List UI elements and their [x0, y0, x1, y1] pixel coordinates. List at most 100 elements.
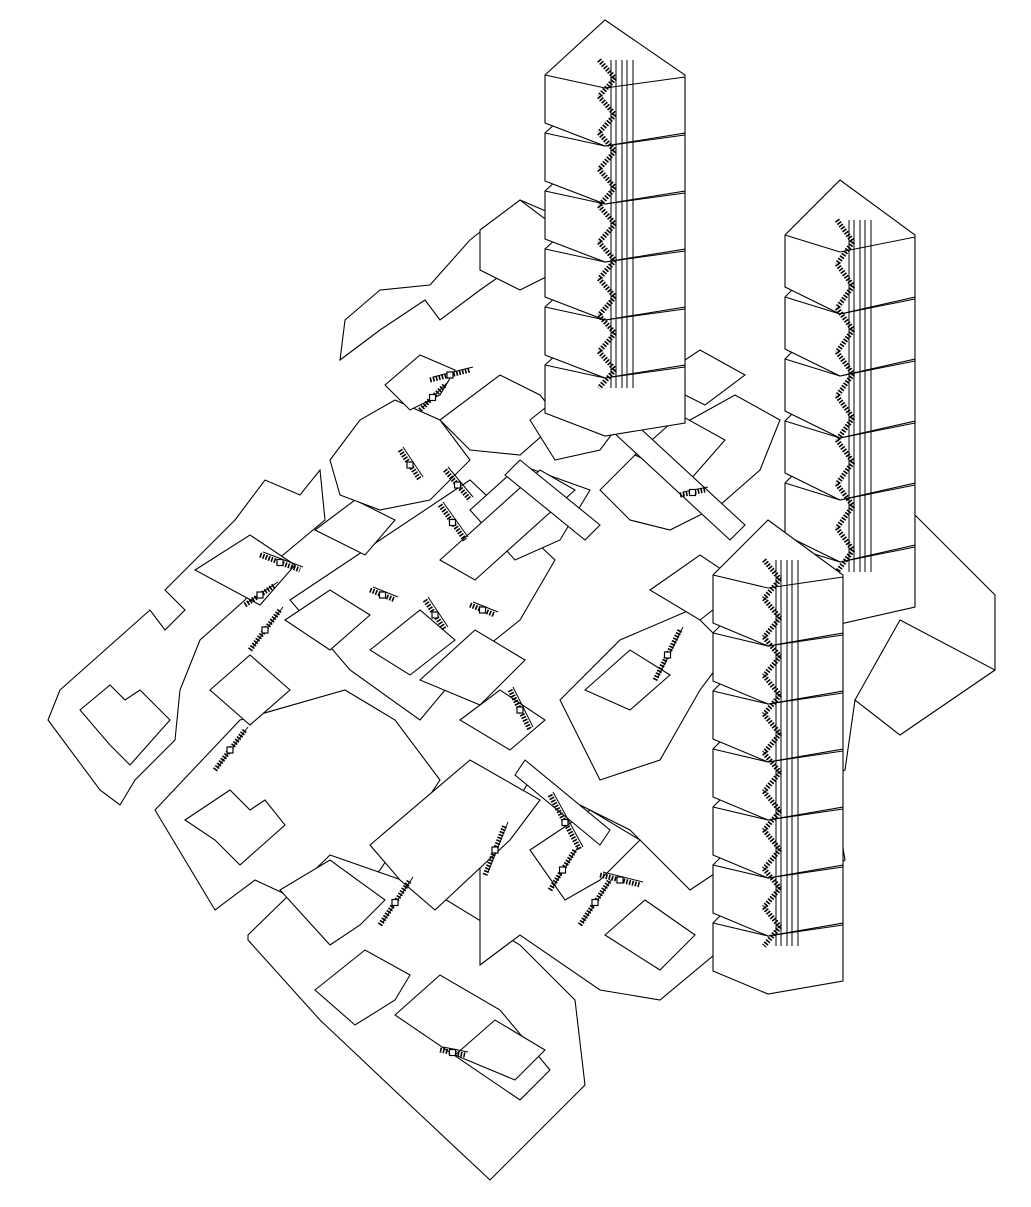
stair-flight-24	[439, 1046, 469, 1058]
tower-3-stair-15	[762, 828, 782, 852]
tower-3-slab-edge-6	[712, 864, 769, 879]
tower-3-slab-edge-4	[712, 748, 769, 763]
tower-2-stair-9	[834, 394, 856, 420]
tower-2-stair-3	[834, 262, 856, 288]
stair-flight-1	[429, 366, 474, 383]
tower-1-stair-6	[597, 149, 617, 171]
tower-2-stair-14	[834, 504, 856, 530]
tower-2-slab-edge-b-1	[839, 236, 916, 253]
tower-2-slab-edge-4	[784, 420, 841, 439]
stair-flight-18	[377, 876, 414, 927]
tower-1-slab-edge-b-1	[604, 76, 686, 89]
tower-3-stair-18	[762, 886, 782, 909]
platform-southwest-inner	[184, 789, 286, 866]
tower-3-stair-12	[762, 770, 782, 794]
stair-flight-6-landing	[276, 558, 284, 567]
stair-flight-23	[599, 871, 644, 888]
tower-3-stair-8	[762, 693, 782, 716]
platform-east-outer-face	[854, 619, 997, 736]
stair-flight-15	[679, 486, 709, 498]
stair-flight-6	[259, 551, 304, 573]
tower-1-slab-edge-3	[544, 190, 606, 205]
stair-flight-9-landing	[226, 746, 234, 754]
stair-flight-11	[422, 596, 449, 632]
tower-2-floor-1	[784, 179, 916, 315]
tower-1-stair-10	[597, 222, 617, 244]
tower-1-slab-edge-5	[544, 306, 606, 321]
tower-1-slab-edge-6	[544, 364, 606, 379]
tower-3-slab-edge-7	[712, 922, 769, 937]
tower-1-stair-7	[597, 167, 617, 190]
tower-1-slab-edge-2	[544, 132, 606, 147]
stair-flight-21-landing	[558, 866, 567, 874]
platform-south-step-d	[453, 1019, 546, 1081]
tower-3-stair-10	[762, 732, 782, 755]
tower-1-stair-13	[597, 277, 617, 299]
stair-flight-1-treads	[429, 367, 471, 383]
tower-2-stair-12	[834, 460, 856, 486]
tower-2-stair-2	[834, 240, 856, 266]
platform-central-f	[459, 689, 546, 751]
tower-2-stair-15	[834, 526, 856, 552]
stair-flight-23-landing	[616, 876, 624, 884]
tower-1	[544, 19, 686, 437]
tower-2-stair-5	[834, 306, 856, 332]
stair-flight-5	[437, 501, 469, 542]
tower-1-stair-5	[597, 131, 617, 153]
tower-1-stair-8	[597, 185, 617, 208]
tower-2-stair-16	[834, 548, 856, 574]
platform-central-e	[418, 629, 526, 706]
stair-flight-24-landing	[448, 1048, 457, 1057]
tower-1-stair-1	[597, 58, 617, 80]
platform-north-west-b	[329, 399, 471, 511]
tower-1-stair-18	[597, 368, 617, 390]
tower-3-stair-5	[762, 635, 782, 659]
stair-flight-1-landing	[446, 371, 454, 379]
stair-flight-3	[397, 446, 424, 482]
tower-2-stair-8	[834, 372, 856, 398]
platform-central-d	[369, 609, 456, 676]
tower-3-stair-7	[762, 674, 782, 697]
stair-flight-22	[577, 876, 614, 927]
stair-flight-9	[213, 726, 249, 772]
stair-flight-11-landing	[431, 611, 439, 619]
platform-east-mid-b	[583, 649, 671, 711]
tower-1-stair-16	[597, 331, 617, 354]
stair-flight-13-landing	[516, 706, 524, 714]
tower-1-stair-3	[597, 94, 617, 117]
stair-flight-14-landing	[663, 651, 672, 659]
tower-1-stair-12	[597, 258, 617, 281]
tower-2-slab-edge-3	[784, 358, 841, 377]
tower-3-stair-19	[762, 905, 782, 929]
bridge-north-diagonal	[504, 459, 601, 541]
tower-3-stair-6	[762, 654, 782, 678]
tower-2-slab-edge-5	[784, 482, 841, 501]
stair-flight-12	[469, 601, 499, 618]
tower-2-stair-7	[834, 350, 856, 376]
stair-flight-3-landing	[406, 461, 414, 469]
stair-flight-8-landing	[261, 626, 269, 634]
tower-3-stair-1	[762, 558, 782, 581]
connecting-bridges	[439, 404, 746, 846]
tower-1-stair-11	[597, 240, 617, 263]
tower-1-stair-17	[597, 349, 617, 372]
platform-central-g	[284, 589, 371, 651]
tower-1-stair-2	[597, 76, 617, 99]
tower-3-slab-edge-2	[712, 632, 769, 647]
stair-flight-4	[443, 466, 474, 502]
tower-2-stair-4	[834, 284, 856, 310]
stair-flight-21	[547, 846, 579, 892]
tower-2-slab-edge-1	[784, 234, 841, 253]
platform-central-south	[369, 759, 541, 911]
stair-flight-14	[652, 626, 684, 682]
tower-1-stair-4	[597, 113, 617, 135]
platform-central-a	[209, 654, 291, 726]
tower-2-stair-13	[834, 482, 856, 508]
platform-south-step-b	[314, 949, 411, 1026]
towers	[544, 19, 916, 995]
stair-flight-7	[243, 581, 279, 608]
stair-flight-2-landing	[428, 393, 437, 402]
platform-southeast-step	[604, 899, 696, 971]
tower-3-stair-13	[762, 790, 782, 813]
